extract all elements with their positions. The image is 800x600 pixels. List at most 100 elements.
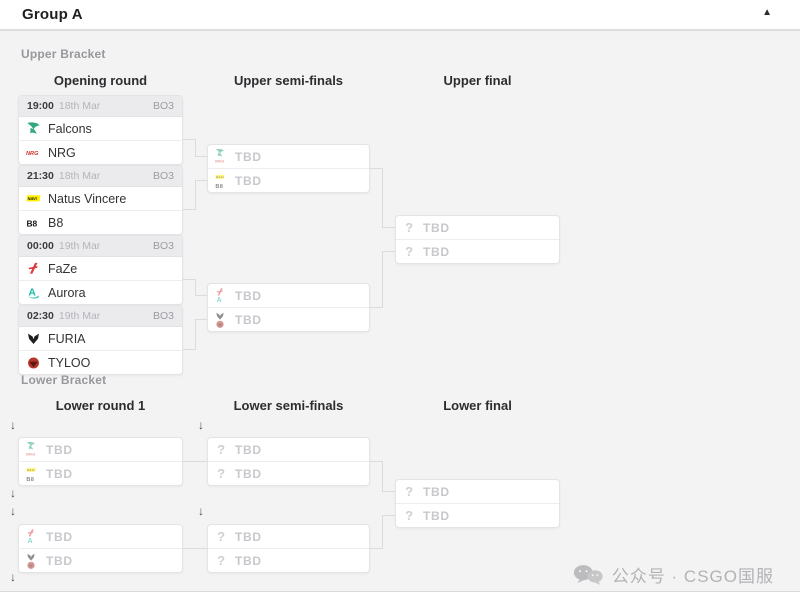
tbd-label: TBD <box>235 149 262 164</box>
tbd-label: TBD <box>235 466 262 481</box>
drop-down-arrow-icon: ↓ <box>10 570 16 584</box>
tbd-row: ? TBD <box>396 480 559 503</box>
connector-line <box>195 319 196 350</box>
connector-line <box>195 180 196 210</box>
team-row-falcons[interactable]: Falcons <box>19 117 182 140</box>
match-date: 19th Mar <box>58 240 101 252</box>
match-card-falcons-nrg[interactable]: 19:00 18th Mar BO3 Falcons NRG NRG <box>18 95 183 165</box>
candidate-logos <box>26 553 39 569</box>
tbd-row: ? TBD <box>208 438 369 461</box>
upper-bracket-label: Upper Bracket <box>21 47 106 61</box>
wechat-icon <box>572 563 604 586</box>
match-card-lower-final[interactable]: ? TBD ? TBD <box>395 479 560 528</box>
faze-logo-icon <box>26 261 41 276</box>
match-card-lower-round1-2[interactable]: A TBD TBD <box>18 524 183 573</box>
match-card-faze-aurora[interactable]: 00:00 19th Mar BO3 FaZe A Aurora <box>18 235 183 305</box>
match-card-upper-final[interactable]: ? TBD ? TBD <box>395 215 560 264</box>
svg-text:B8: B8 <box>26 476 34 482</box>
aurora-logo-icon: A <box>26 285 41 300</box>
team-row-b8[interactable]: B8 B8 <box>19 210 182 234</box>
tyloo-logo-icon <box>26 560 36 570</box>
navi-logo-icon: NAVI <box>26 191 41 206</box>
match-time: 19:00 <box>27 100 54 112</box>
match-card-lower-semi-2[interactable]: ? TBD ? TBD <box>207 524 370 573</box>
connector-line <box>382 168 383 228</box>
tyloo-logo-icon <box>215 319 225 329</box>
match-card-lower-semi-1[interactable]: ? TBD ? TBD <box>207 437 370 486</box>
tbd-label: TBD <box>423 484 450 499</box>
question-mark-icon: ? <box>405 244 414 259</box>
question-mark-icon: ? <box>405 220 414 235</box>
connector-line <box>195 180 207 181</box>
furia-logo-icon <box>215 311 225 321</box>
bottom-edge <box>0 591 800 600</box>
svg-text:NAVI: NAVI <box>27 468 35 472</box>
candidate-logos: A <box>215 287 228 305</box>
match-card-upper-semi-2[interactable]: A TBD TBD <box>207 283 370 332</box>
svg-text:A: A <box>28 287 36 298</box>
tbd-label: TBD <box>235 288 262 303</box>
connector-line <box>382 251 395 252</box>
connector-line <box>183 139 195 140</box>
match-card-navi-b8[interactable]: 21:30 18th Mar BO3 NAVI Natus Vincere B8… <box>18 165 183 235</box>
b8-logo-icon: B8 <box>26 473 36 483</box>
team-row-navi[interactable]: NAVI Natus Vincere <box>19 187 182 210</box>
group-header: Group A <box>0 0 800 31</box>
match-card-upper-semi-1[interactable]: NRG TBD NAVI B8 TBD <box>207 144 370 193</box>
team-row-faze[interactable]: FaZe <box>19 257 182 280</box>
drop-down-arrow-icon: ↓ <box>198 504 204 518</box>
falcons-logo-icon <box>215 148 225 158</box>
team-name: Natus Vincere <box>48 191 127 206</box>
question-mark-icon: ? <box>405 508 414 523</box>
tbd-row: TBD <box>208 307 369 331</box>
match-date: 19th Mar <box>58 310 101 322</box>
connector-line <box>382 461 383 492</box>
tbd-label: TBD <box>235 173 262 188</box>
match-card-furia-tyloo[interactable]: 02:30 19th Mar BO3 FURIA TYLOO <box>18 305 183 375</box>
tbd-label: TBD <box>235 529 262 544</box>
connector-line <box>370 307 382 308</box>
match-date: 18th Mar <box>58 170 101 182</box>
watermark-text: 公众号 · CSGO国服 <box>611 567 774 586</box>
connector-line <box>183 548 207 549</box>
question-mark-icon: ? <box>217 553 226 568</box>
team-row-furia[interactable]: FURIA <box>19 327 182 350</box>
connector-line <box>382 251 383 308</box>
candidate-logos: NRG <box>215 148 228 165</box>
team-row-nrg[interactable]: NRG NRG <box>19 140 182 164</box>
candidate-logos: NAVI B8 <box>215 173 228 189</box>
tbd-label: TBD <box>423 508 450 523</box>
navi-logo-icon: NAVI <box>26 465 36 475</box>
connector-line <box>382 515 383 549</box>
tbd-label: TBD <box>235 312 262 327</box>
question-mark-icon: ? <box>217 529 226 544</box>
aurora-logo-icon: A <box>215 295 225 305</box>
tbd-label: TBD <box>423 244 450 259</box>
faze-logo-icon <box>215 287 225 297</box>
drop-down-arrow-icon: ↓ <box>10 486 16 500</box>
match-format: BO3 <box>152 100 174 112</box>
team-name: NRG <box>48 145 76 160</box>
collapse-caret-icon[interactable]: ▲ <box>762 7 772 18</box>
column-header-opening-round: Opening round <box>53 73 148 88</box>
team-row-tyloo[interactable]: TYLOO <box>19 350 182 374</box>
candidate-logos: NRG <box>26 441 39 459</box>
nrg-logo-icon: NRG <box>26 449 36 459</box>
team-name: TYLOO <box>48 355 91 370</box>
team-row-aurora[interactable]: A Aurora <box>19 280 182 304</box>
connector-line <box>195 295 207 296</box>
tbd-row: ? TBD <box>396 239 559 263</box>
svg-text:B8: B8 <box>26 219 37 229</box>
page-title: Group A <box>22 6 83 23</box>
connector-line <box>382 227 395 228</box>
b8-logo-icon: B8 <box>215 180 225 190</box>
connector-line <box>370 168 382 169</box>
tbd-row: NAVI B8 TBD <box>19 461 182 485</box>
connector-line <box>195 156 207 157</box>
furia-logo-icon <box>26 331 41 346</box>
connector-line <box>370 548 382 549</box>
svg-text:A: A <box>217 296 222 303</box>
drop-down-arrow-icon: ↓ <box>10 418 16 432</box>
match-card-lower-round1-1[interactable]: NRG TBD NAVI B8 TBD <box>18 437 183 486</box>
